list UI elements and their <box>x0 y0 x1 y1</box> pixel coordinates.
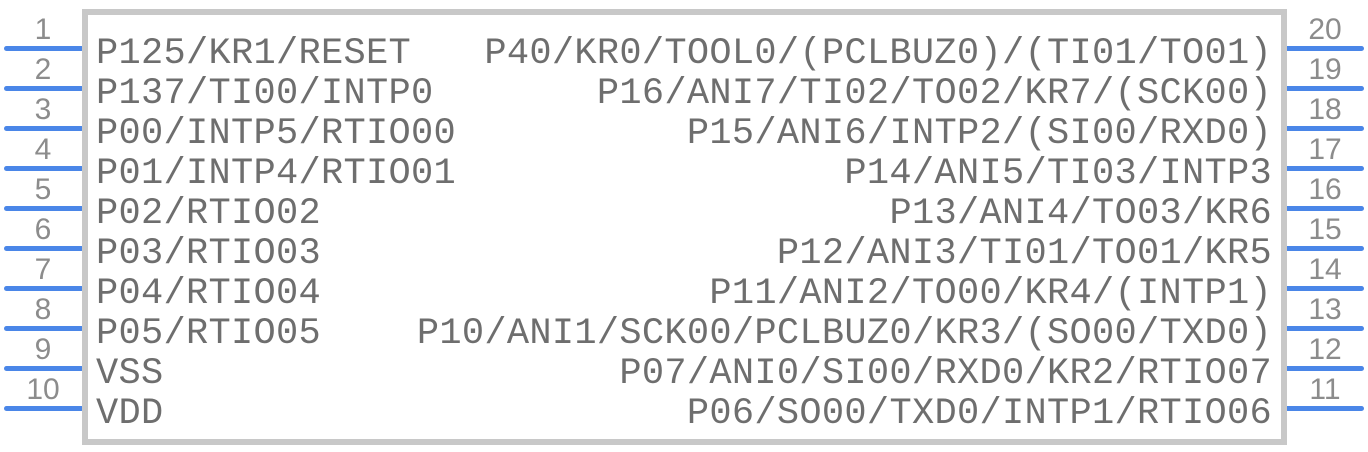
pin-line <box>4 46 84 51</box>
pin-label-6: P03/RTIO03 <box>96 233 322 275</box>
pin-number: 11 <box>1309 373 1341 406</box>
pin-line <box>1284 246 1364 251</box>
pin-label-9: VSS <box>96 353 164 395</box>
pin-number: 17 <box>1308 133 1342 166</box>
pin-number: 10 <box>26 373 60 406</box>
pin-label-19: P16/ANI7/TI02/TO02/KR7/(SCK00) <box>596 73 1272 115</box>
pin-number: 20 <box>1308 13 1342 46</box>
pin-label-15: P12/ANI3/TI01/TO01/KR5 <box>776 233 1272 275</box>
pin-label-13: P10/ANI1/SCK00/PCLBUZ0/KR3/(SO00/TXD0) <box>416 313 1272 355</box>
pin-number: 5 <box>34 173 52 206</box>
pin-line <box>4 326 84 331</box>
pin-number: 16 <box>1308 173 1342 206</box>
pin-label-1: P125/KR1/RESET <box>96 33 412 75</box>
pin-line <box>1284 166 1364 171</box>
pin-number: 9 <box>34 333 52 366</box>
pin-number: 15 <box>1308 213 1342 246</box>
pin-label-8: P05/RTIO05 <box>96 313 322 355</box>
pin-number: 2 <box>34 53 52 86</box>
pin-label-2: P137/TI00/INTP0 <box>96 73 434 115</box>
pin-label-3: P00/INTP5/RTIO00 <box>96 113 457 155</box>
pin-number: 6 <box>34 213 52 246</box>
pin-label-12: P07/ANI0/SI00/RXD0/KR2/RTIO07 <box>619 353 1272 395</box>
pin-number: 13 <box>1308 293 1342 326</box>
pin-number: 7 <box>34 253 52 286</box>
pin-line <box>1284 406 1364 411</box>
ic-body <box>82 9 1287 445</box>
pin-number: 12 <box>1308 333 1342 366</box>
pin-number: 1 <box>34 13 52 46</box>
pin-label-18: P15/ANI6/INTP2/(SI00/RXD0) <box>686 113 1272 155</box>
pin-number: 19 <box>1308 53 1342 86</box>
pin-number: 8 <box>34 293 52 326</box>
pin-line <box>4 126 84 131</box>
pin-number: 4 <box>34 133 52 166</box>
pin-number: 18 <box>1308 93 1342 126</box>
pin-line <box>1284 286 1364 291</box>
pin-line <box>4 206 84 211</box>
pin-line <box>4 166 84 171</box>
pin-label-17: P14/ANI5/TI03/INTP3 <box>844 153 1272 195</box>
pin-label-16: P13/ANI4/TO03/KR6 <box>889 193 1272 235</box>
pin-line <box>1284 366 1364 371</box>
pin-number: 14 <box>1308 253 1342 286</box>
pin-line <box>4 366 84 371</box>
pin-label-11: P06/SO00/TXD0/INTP1/RTIO06 <box>686 393 1272 435</box>
pin-label-20: P40/KR0/TOOL0/(PCLBUZ0)/(TI01/TO01) <box>484 33 1272 75</box>
pin-line <box>1284 326 1364 331</box>
pin-label-7: P04/RTIO04 <box>96 273 322 315</box>
pin-line <box>1284 46 1364 51</box>
pin-label-5: P02/RTIO02 <box>96 193 322 235</box>
pin-line <box>4 246 84 251</box>
pin-line <box>4 286 84 291</box>
pin-number: 3 <box>34 93 52 126</box>
pin-label-10: VDD <box>96 393 164 435</box>
pin-label-14: P11/ANI2/TO00/KR4/(INTP1) <box>709 273 1272 315</box>
pin-line <box>4 86 84 91</box>
pin-line <box>1284 86 1364 91</box>
pin-line <box>4 406 84 411</box>
pin-line <box>1284 126 1364 131</box>
pin-line <box>1284 206 1364 211</box>
pin-label-4: P01/INTP4/RTIO01 <box>96 153 457 195</box>
